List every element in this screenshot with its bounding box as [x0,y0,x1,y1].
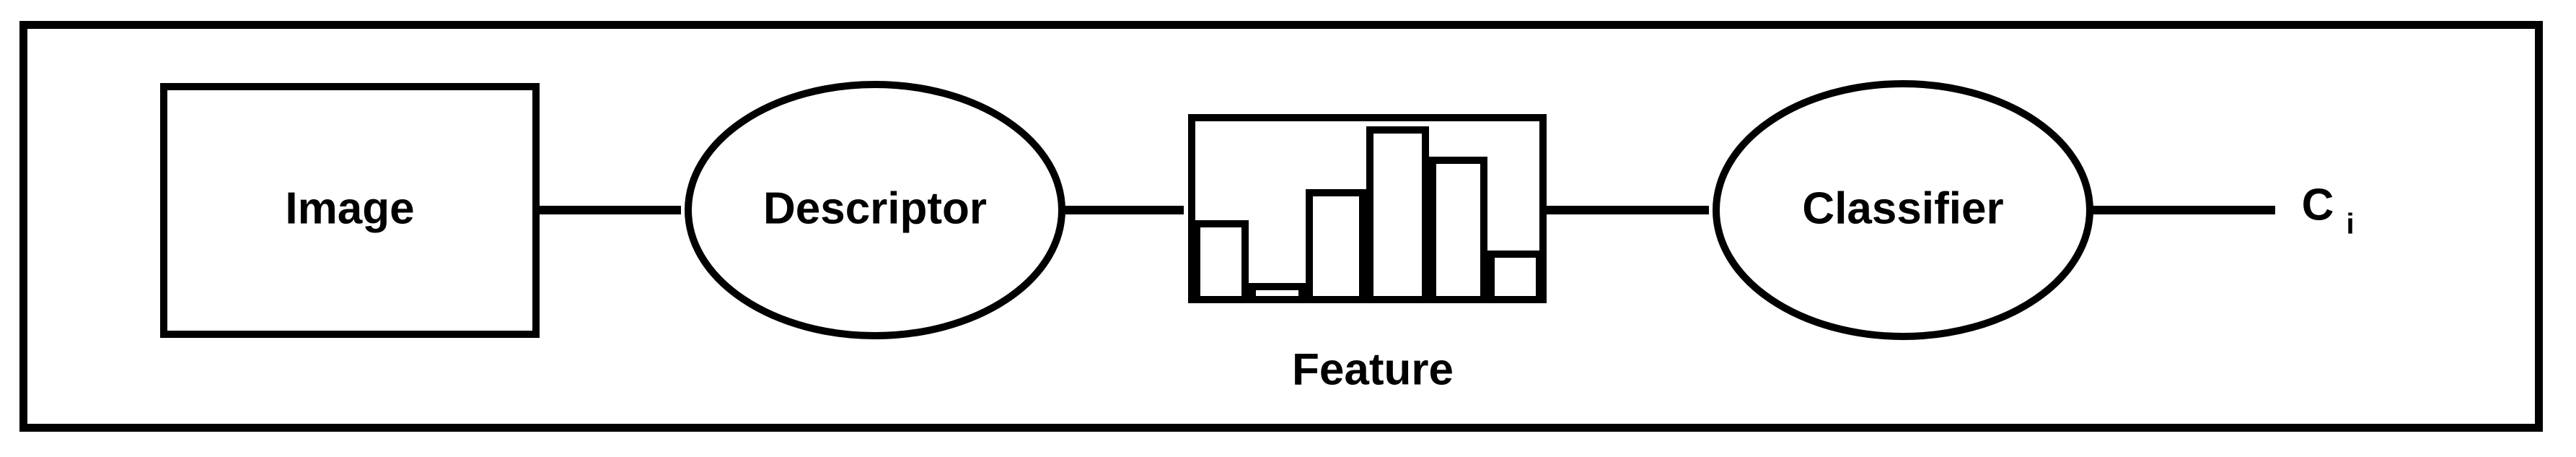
output-class-label: C [2302,180,2334,230]
histogram-bar-4 [1366,126,1429,300]
node-output-class: C i [2302,180,2355,240]
descriptor-label: Descriptor [763,183,987,233]
node-feature[interactable]: Feature [1188,114,1547,394]
histogram-bar-6 [1487,251,1543,300]
node-descriptor[interactable]: Descriptor [685,81,1065,339]
image-box [160,83,540,338]
diagram-outer-frame [19,21,2543,432]
histogram-bar-3 [1306,189,1366,300]
feature-histogram-bars [1193,126,1543,300]
classifier-ellipse [1713,80,2093,340]
node-classifier[interactable]: Classifier [1713,80,2093,340]
histogram-bar-5 [1429,157,1487,300]
image-label: Image [285,183,414,233]
feature-caption: Feature [1292,344,1454,394]
histogram-bar-1 [1193,220,1249,300]
descriptor-ellipse [685,81,1065,339]
histogram-bar-2 [1249,283,1306,300]
output-class-subscript: i [2346,209,2354,240]
classifier-label: Classifier [1802,183,2003,233]
node-image[interactable]: Image [160,83,540,338]
